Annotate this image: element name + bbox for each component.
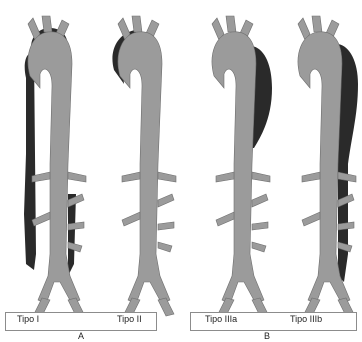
aorta-tipo-i — [24, 16, 86, 316]
group-letter-b: B — [264, 331, 270, 341]
label-tipo-i: Tipo I — [17, 314, 39, 324]
aorta-tipo-iiia — [212, 16, 272, 316]
group-letter-a: A — [78, 331, 84, 341]
label-tipo-iiib: Tipo IIIb — [290, 314, 322, 324]
label-tipo-ii: Tipo II — [117, 314, 142, 324]
aorta-tipo-iiib — [298, 16, 358, 316]
aorta-tipo-ii — [112, 16, 176, 316]
label-tipo-iiia: Tipo IIIa — [205, 314, 237, 324]
